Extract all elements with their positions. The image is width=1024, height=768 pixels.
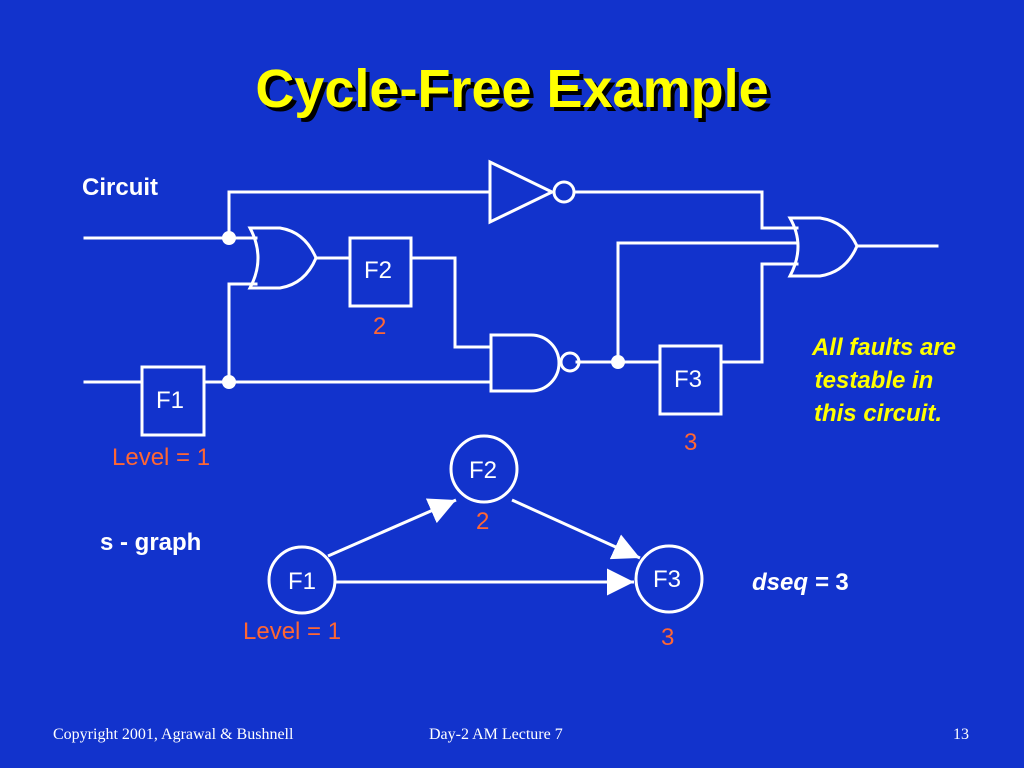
flipflop-f2-name: F2 — [364, 257, 393, 284]
dseq-value: 3 — [835, 569, 849, 596]
footer-copyright: Copyright 2001, Agrawal & Bushnell — [53, 726, 294, 743]
wire-inv-to-or2 — [573, 190, 799, 230]
wire-f1-to-or1 — [227, 282, 258, 384]
or-gate-1 — [247, 226, 318, 290]
flipflop-f1-box — [140, 365, 206, 437]
sgraph-label: s - graph — [100, 529, 202, 556]
or-gate-2 — [787, 216, 859, 278]
inverter-gate — [488, 159, 576, 225]
wire-nand-to-or2 — [616, 241, 797, 364]
sgraph-node-f2-level: 2 — [476, 508, 490, 535]
dseq-label: dseq = — [752, 569, 836, 596]
flipflop-f2-box — [348, 236, 413, 308]
flipflop-f1-level: Level = 1 — [112, 444, 211, 471]
faults-note-line-1: All faults are — [811, 334, 957, 361]
junction-dots — [222, 231, 625, 389]
sgraph-node-f3 — [634, 544, 704, 614]
sgraph-node-f1 — [267, 545, 337, 615]
flipflop-f3-box — [658, 344, 723, 416]
flipflop-f1-name: F1 — [156, 387, 185, 414]
sgraph-node-f1-name: F1 — [288, 568, 317, 595]
dseq-text: dseq = 3 — [752, 569, 849, 597]
slide-title: Cycle-Free Example — [255, 59, 769, 119]
sgraph-node-f2-name: F2 — [469, 457, 498, 484]
flipflop-f3-level: 3 — [684, 429, 698, 456]
circuit-label: Circuit — [82, 174, 159, 201]
footer-lecture: Day-2 AM Lecture 7 — [429, 726, 563, 743]
sgraph-edge-f1-f2 — [327, 498, 457, 558]
wire-f2-to-nand — [409, 256, 493, 349]
faults-note: All faults are testable in this circuit. — [796, 331, 972, 430]
nand-gate — [489, 333, 581, 393]
wire-f3-to-or2 — [719, 262, 799, 364]
flipflop-f2-level: 2 — [373, 313, 387, 340]
faults-note-line-3: this circuit. — [813, 400, 943, 427]
sgraph-node-f1-level: Level = 1 — [243, 618, 342, 645]
sgraph-node-f2 — [449, 434, 519, 504]
sgraph-node-f3-name: F3 — [653, 566, 682, 593]
sgraph-edge-f2-f3 — [511, 498, 641, 560]
flipflop-f3-name: F3 — [674, 366, 703, 393]
sgraph-node-f3-level: 3 — [661, 624, 675, 651]
wire-to-inverter — [227, 190, 492, 240]
footer-page-number: 13 — [953, 726, 969, 743]
faults-note-line-2: testable in — [814, 367, 934, 394]
